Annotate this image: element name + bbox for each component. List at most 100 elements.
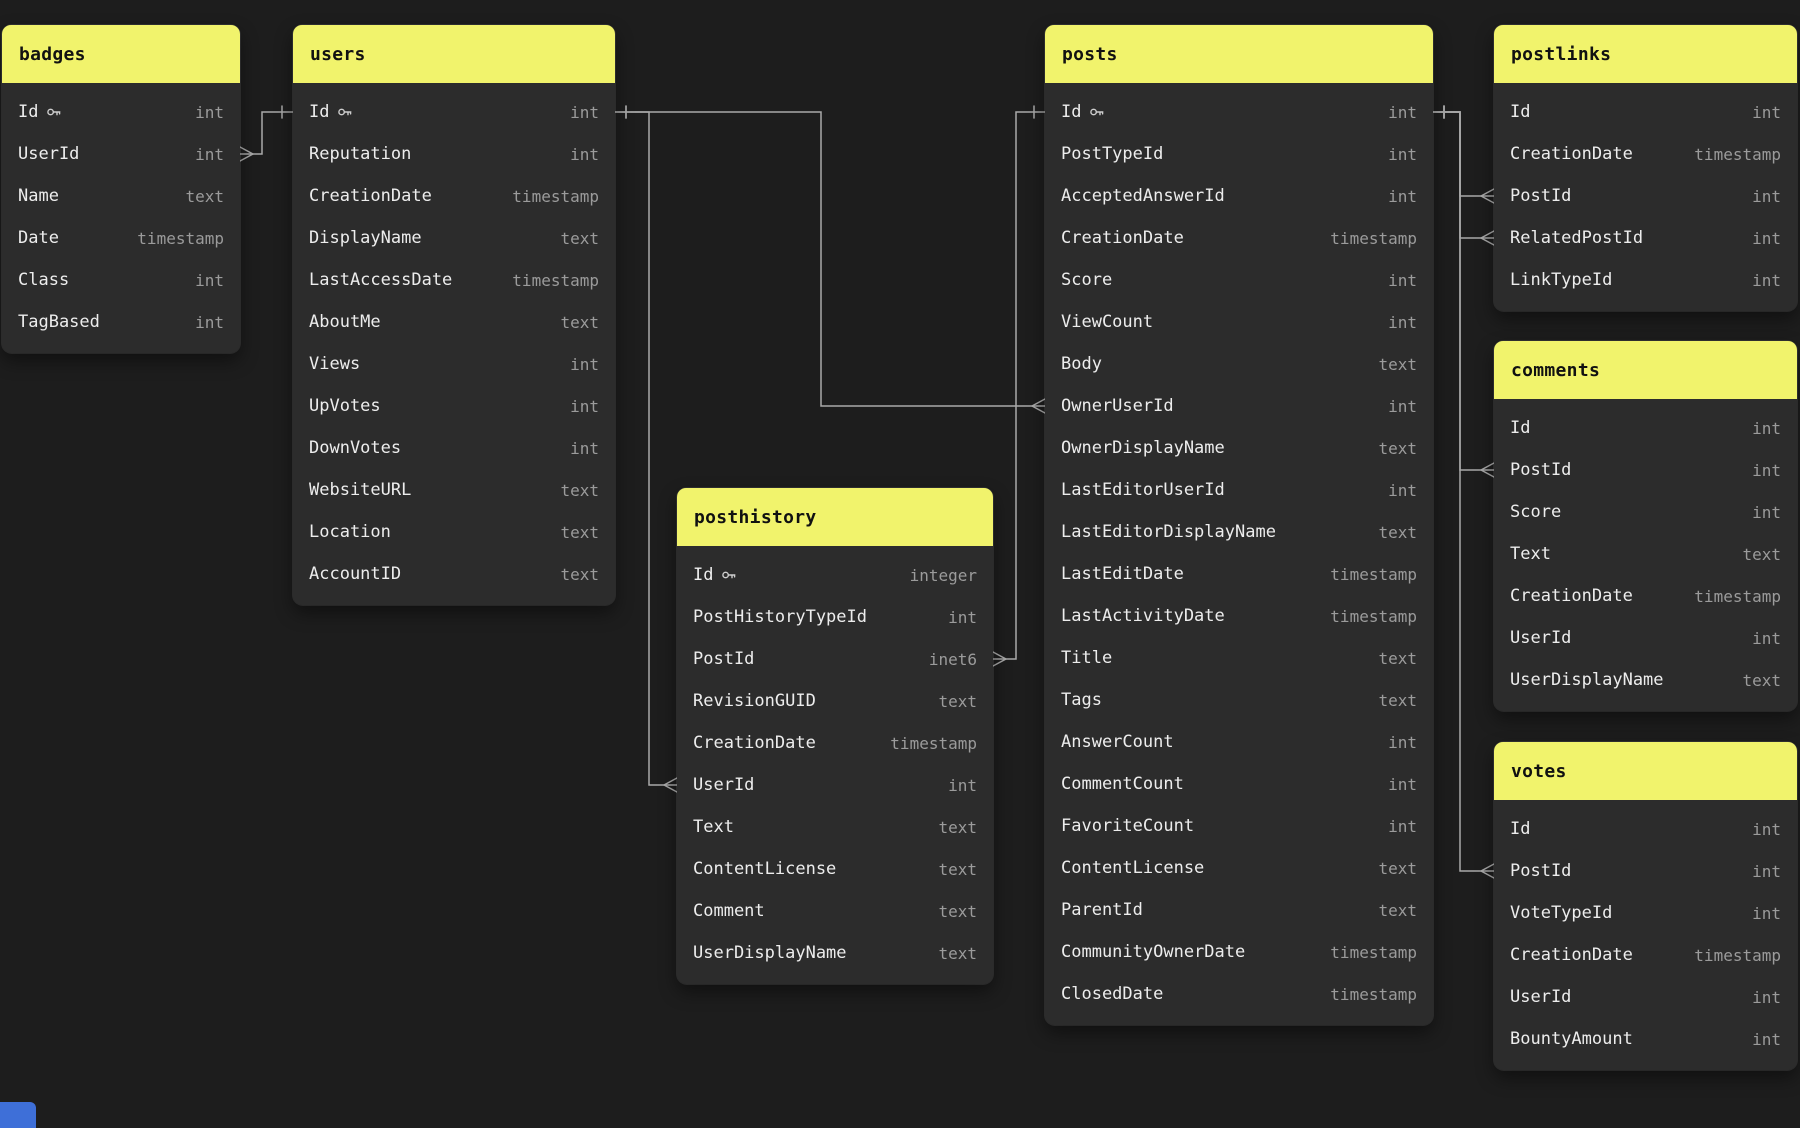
table-header-comments[interactable]: comments (1494, 341, 1797, 399)
field-name: CreationDate (1510, 586, 1633, 606)
table-header-users[interactable]: users (293, 25, 615, 83)
table-header-votes[interactable]: votes (1494, 742, 1797, 800)
field-name: Class (18, 270, 70, 290)
table-header-posts[interactable]: posts (1045, 25, 1433, 83)
field-name: Name (18, 186, 59, 206)
table-header-postlinks[interactable]: postlinks (1494, 25, 1797, 83)
bottom-left-panel-fragment[interactable] (0, 1102, 36, 1128)
table-title: votes (1511, 760, 1567, 782)
field-name-group: RelatedPostId (1510, 228, 1643, 248)
table-header-posthistory[interactable]: posthistory (677, 488, 993, 546)
field-name-group: VoteTypeId (1510, 903, 1612, 923)
field-type: int (1388, 774, 1417, 794)
field-name: DisplayName (309, 228, 422, 248)
field-type: int (1752, 987, 1781, 1007)
primary-key-icon (47, 108, 61, 116)
table-header-badges[interactable]: badges (2, 25, 240, 83)
field-name-group: OwnerUserId (1061, 396, 1174, 416)
field-type: integer (909, 565, 977, 585)
field-name: TagBased (18, 312, 100, 332)
field-type: int (570, 102, 599, 122)
field-name-group: Tags (1061, 690, 1102, 710)
